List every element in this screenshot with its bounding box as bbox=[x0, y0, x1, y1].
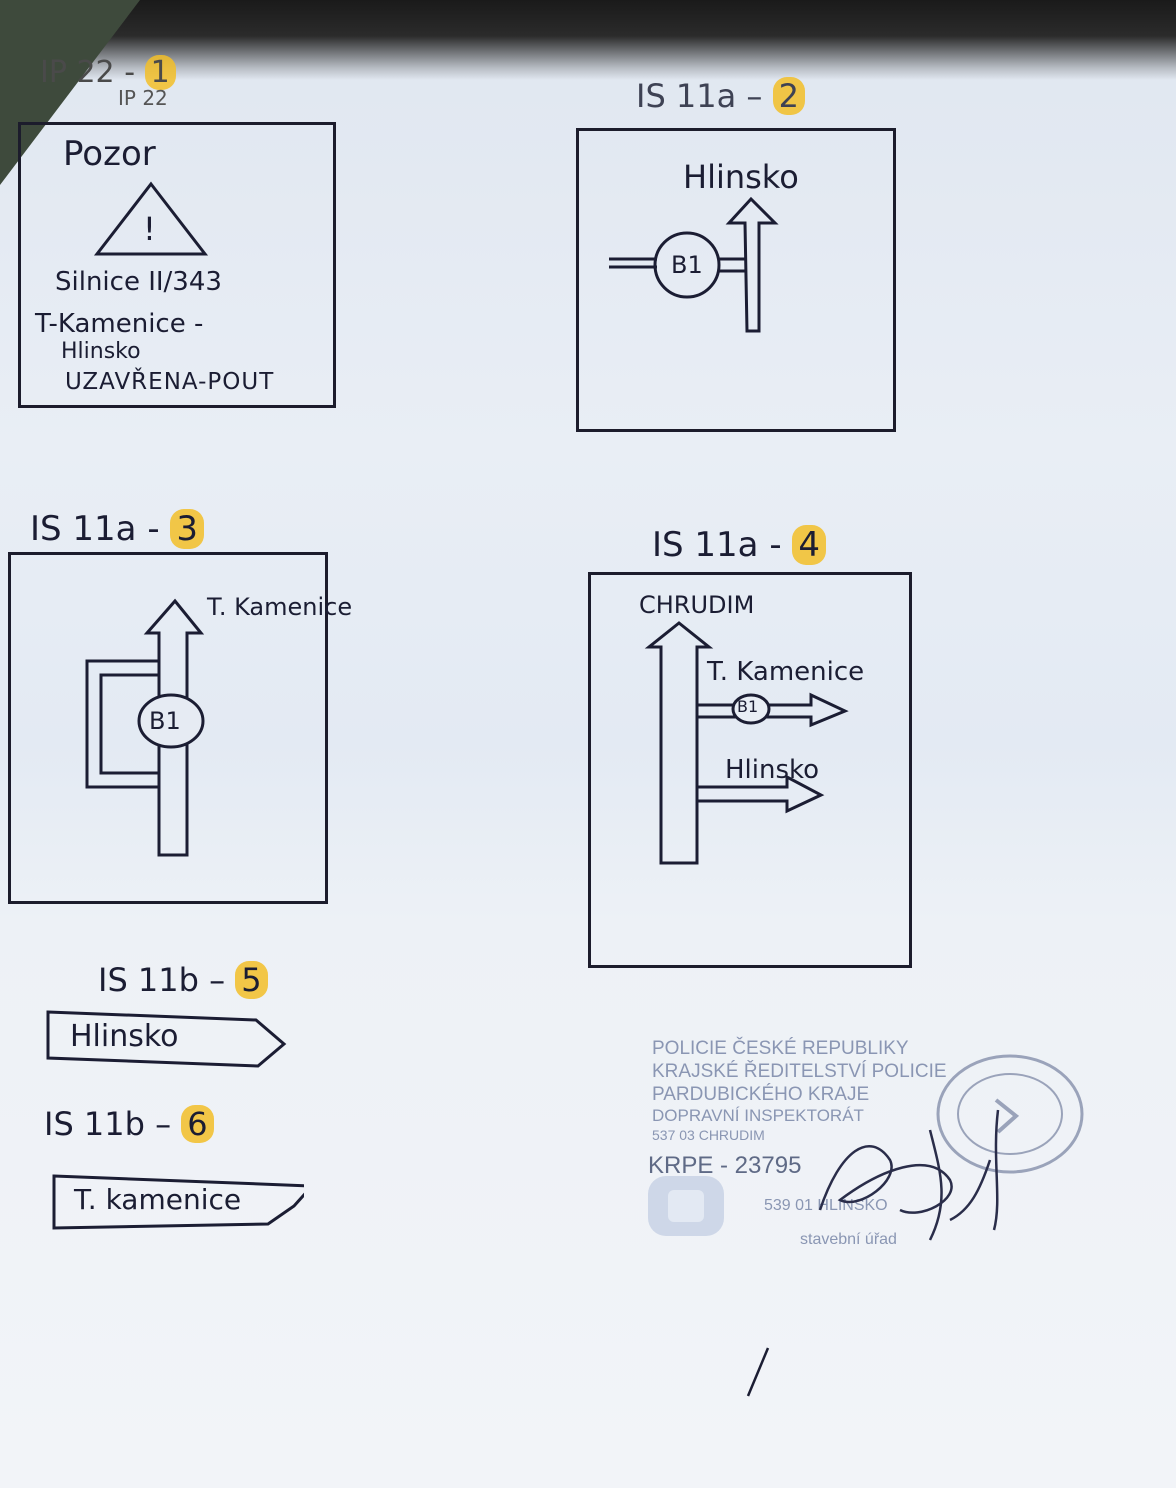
pen-mark bbox=[742, 1344, 772, 1400]
sign5-number: 5 bbox=[235, 961, 267, 999]
sign4-route-label: B1 bbox=[737, 699, 758, 715]
sign5-destination: Hlinsko bbox=[70, 1022, 179, 1052]
sign2-arrow-diagram bbox=[579, 131, 893, 429]
sign1-panel: Pozor ! Silnice II/343 T-Kamenice - Hlin… bbox=[18, 122, 336, 408]
sign3-panel: T. Kamenice B1 bbox=[8, 552, 328, 904]
emblem-icon bbox=[642, 1168, 732, 1244]
stamp-line1: POLICIE ČESKÉ REPUBLIKY bbox=[652, 1038, 947, 1061]
sign3-route-label: B1 bbox=[149, 709, 181, 733]
stamp-line2: KRAJSKÉ ŘEDITELSTVÍ POLICIE bbox=[652, 1061, 947, 1084]
sign2-route-label: B1 bbox=[671, 253, 703, 277]
sign3-number: 3 bbox=[170, 509, 204, 549]
sign6-destination: T. kamenice bbox=[74, 1186, 241, 1214]
sign6-header: IS 11b – 6 bbox=[44, 1108, 214, 1140]
sign5-code: IS 11b bbox=[98, 961, 199, 999]
sign6-number: 6 bbox=[181, 1105, 213, 1143]
sign1-number: 1 bbox=[145, 55, 176, 90]
sign3-code: IS 11a bbox=[30, 509, 137, 549]
sign1-road: Silnice II/343 bbox=[55, 269, 222, 295]
sign1-to: Hlinsko bbox=[61, 341, 141, 363]
sign1-code: IP 22 bbox=[40, 55, 115, 90]
sign5-header: IS 11b – 5 bbox=[98, 964, 268, 996]
sign4-header: IS 11a - 4 bbox=[652, 528, 826, 562]
sign2-code: IS 11a bbox=[636, 77, 736, 115]
sign4-panel: CHRUDIM T. Kamenice Hlinsko B1 bbox=[588, 572, 912, 968]
scan-edge-top bbox=[0, 0, 1176, 80]
sign4-code: IS 11a bbox=[652, 525, 759, 565]
sign4-number: 4 bbox=[792, 525, 826, 565]
signature-scribble bbox=[780, 1090, 1020, 1260]
sign3-header: IS 11a - 3 bbox=[30, 512, 204, 546]
sign2-panel: Hlinsko B1 bbox=[576, 128, 896, 432]
sign6-code: IS 11b bbox=[44, 1105, 145, 1143]
sign2-header: IS 11a – 2 bbox=[636, 80, 805, 112]
sign1-title: Pozor bbox=[63, 137, 156, 171]
sign1-header: IP 22 - 1 bbox=[40, 58, 176, 88]
sign1-code-sub: IP 22 bbox=[118, 88, 168, 108]
sign4-arrow-diagram bbox=[591, 575, 909, 965]
warning-exclaim: ! bbox=[143, 213, 156, 245]
sign1-from: T-Kamenice - bbox=[35, 311, 203, 337]
sign1-status: UZAVŘENA-POUT bbox=[65, 371, 274, 394]
sign2-number: 2 bbox=[773, 77, 805, 115]
